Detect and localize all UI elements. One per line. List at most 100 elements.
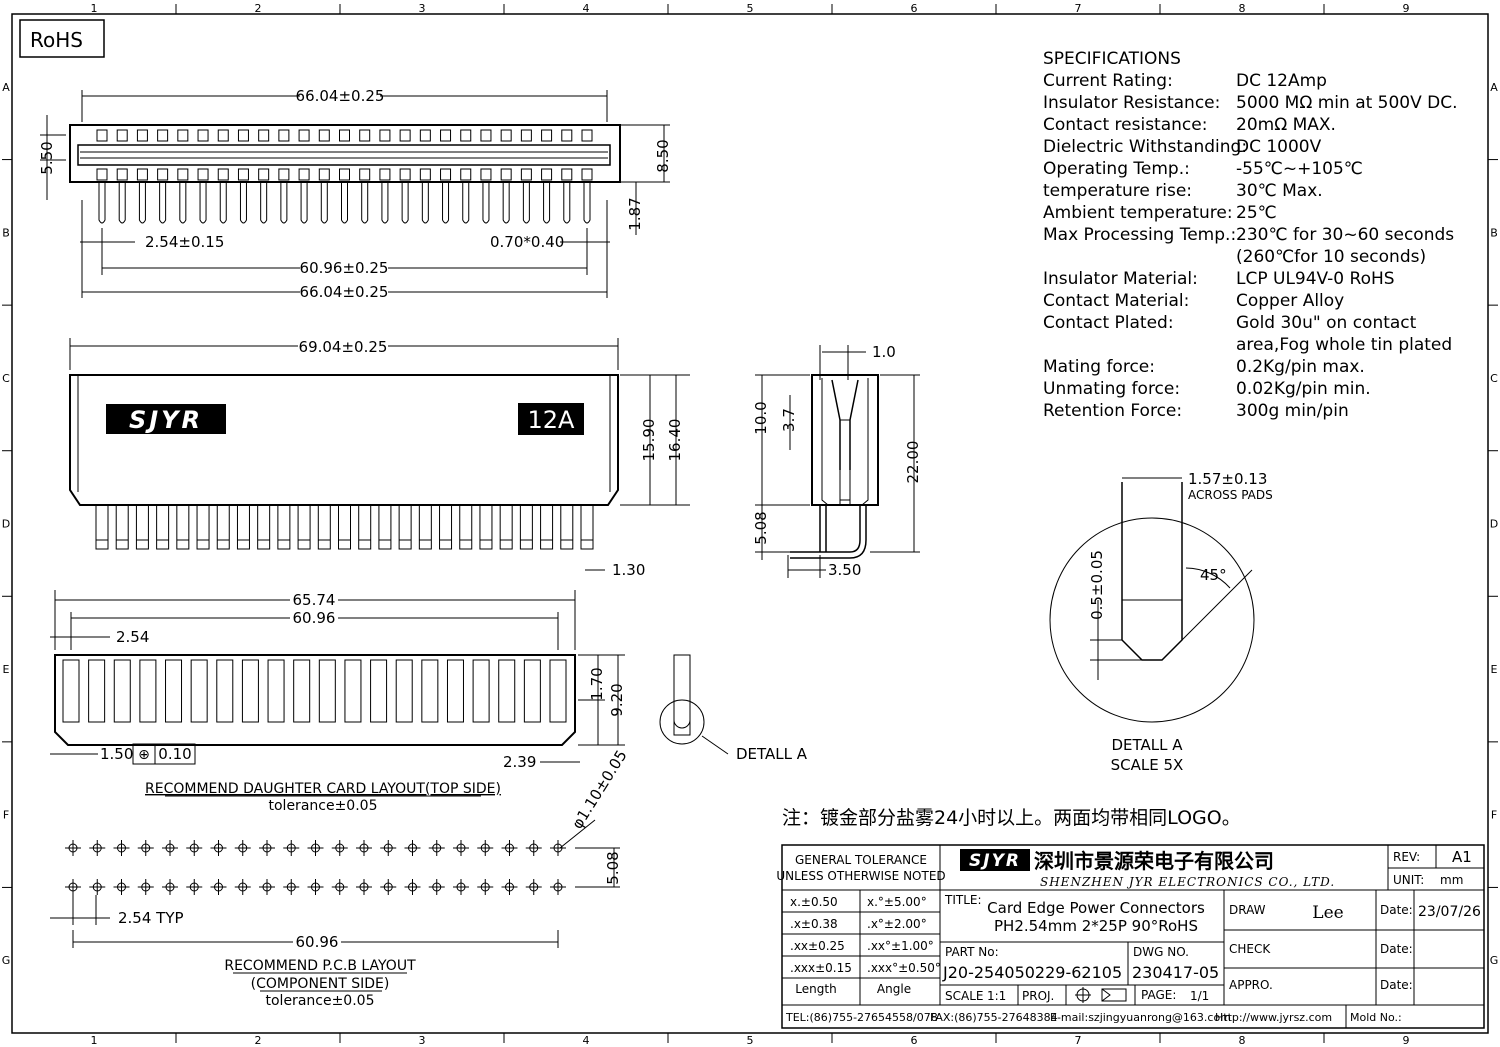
- row-marker: A: [2, 81, 10, 94]
- spec-label: Contact resistance:: [1043, 115, 1207, 135]
- mold-label: Mold No.:: [1350, 1011, 1402, 1024]
- front-tail-offset-dim: 1.30: [612, 561, 645, 579]
- top-contact-lower: [217, 168, 229, 181]
- card-pad: [62, 659, 80, 723]
- spec-label: Operating Temp.:: [1043, 159, 1190, 179]
- drawing-frame: [11, 13, 1489, 1034]
- top-contact-lower: [157, 168, 169, 181]
- title-label: TITLE:: [944, 893, 982, 907]
- column-marker: 7: [1075, 2, 1082, 15]
- front-tail: [257, 504, 271, 550]
- top-contact-lower: [278, 168, 290, 181]
- tel: TEL:(86)755-27654558/078: [785, 1011, 938, 1024]
- spec-value: Gold 30u" on contact: [1236, 313, 1417, 333]
- column-marker: 1: [91, 1034, 98, 1047]
- column-marker: 5: [747, 2, 754, 15]
- top-contact-lower: [541, 168, 553, 181]
- top-pin: [543, 182, 551, 224]
- top-contact-upper: [561, 129, 573, 142]
- front-tail: [459, 504, 473, 550]
- column-marker: 5: [747, 1034, 754, 1047]
- front-tail: [418, 504, 432, 550]
- svg-text:12A: 12A: [528, 406, 576, 434]
- title-block: GENERAL TOLERANCE UNLESS OTHERWISE NOTED…: [776, 844, 1485, 1029]
- detail-chamfer: 0.5±0.05: [1088, 550, 1106, 620]
- card-pad-width-dim: 1.50: [100, 745, 133, 763]
- column-marker: 4: [583, 2, 590, 15]
- top-pin: [462, 182, 470, 224]
- tolerance-linear: x.±0.50: [790, 895, 838, 909]
- pcb-pitch-dim: 2.54 TYP: [118, 909, 184, 927]
- card-pad: [318, 659, 336, 723]
- column-marker: 4: [583, 1034, 590, 1047]
- front-tail: [479, 504, 493, 550]
- rating-badge: [518, 403, 584, 435]
- column-marker: 6: [911, 2, 918, 15]
- front-tail: [398, 504, 412, 550]
- top-contact-lower: [237, 168, 249, 181]
- spec-label: Ambient temperature:: [1043, 203, 1233, 223]
- top-pin: [98, 182, 106, 224]
- website: Http://www.jyrsz.com: [1215, 1011, 1332, 1024]
- column-marker: 9: [1403, 2, 1410, 15]
- top-slot-dim: 5.50: [38, 141, 56, 174]
- top-pitch-dim: 2.54±0.15: [145, 233, 224, 251]
- rohs-box: [19, 19, 105, 58]
- spec-value: DC 1000V: [1236, 137, 1322, 157]
- spec-value: 5000 MΩ min at 500V DC.: [1236, 93, 1458, 113]
- draw-label: DRAW: [1229, 903, 1266, 917]
- card-chamfer-dim: 2.39: [503, 753, 536, 771]
- top-contact-lower: [318, 168, 330, 181]
- email: E-mail:szjingyuanrong@163.com: [1050, 1011, 1231, 1024]
- spec-value: 230℃ for 30~60 seconds: [1236, 225, 1454, 245]
- top-contact-upper: [339, 129, 350, 142]
- spec-label: temperature rise:: [1043, 181, 1192, 201]
- column-marker: 8: [1239, 1034, 1246, 1047]
- tolerance-linear: .xx±0.25: [790, 939, 845, 953]
- top-contact-upper: [177, 129, 189, 142]
- side-tail-dim: 5.08: [752, 511, 770, 544]
- row-marker: C: [1490, 372, 1498, 385]
- top-contact-upper: [581, 129, 593, 142]
- date-label-3: Date:: [1380, 978, 1413, 992]
- top-pin: [361, 182, 369, 224]
- check-label: CHECK: [1229, 942, 1271, 956]
- top-pin: [219, 182, 227, 224]
- tolerance-linear: .xxx±0.15: [790, 961, 852, 975]
- top-contact-lower: [460, 168, 472, 181]
- spec-label: Max Processing Temp.:: [1043, 225, 1236, 245]
- spec-label: Current Rating:: [1043, 71, 1173, 91]
- scale-value: 1:1: [987, 989, 1006, 1003]
- front-total-dim: 16.40: [666, 419, 684, 462]
- front-tail: [236, 504, 250, 550]
- card-pad: [549, 659, 567, 723]
- daughter-card-view: 65.74 60.96 2.54 1.50 ⊕ 0.10 2.39 1.70 9…: [50, 590, 626, 814]
- detail-scale: SCALE 5X: [1111, 756, 1184, 774]
- spec-label: Dielectric Withstanding:: [1043, 137, 1247, 157]
- card-pad: [113, 659, 131, 723]
- detail-callout-label: DETALL A: [736, 745, 808, 763]
- spec-heading: SPECIFICATIONS: [1043, 49, 1181, 69]
- side-total-dim: 22.00: [904, 441, 922, 484]
- spec-label: Insulator Resistance:: [1043, 93, 1220, 113]
- spec-value: LCP UL94V-0 RoHS: [1236, 269, 1395, 289]
- card-pad: [446, 659, 464, 723]
- column-marker: 3: [419, 1034, 426, 1047]
- front-tail: [540, 504, 554, 550]
- card-pad: [165, 659, 183, 723]
- top-contact-upper: [500, 129, 512, 142]
- side-view: 1.0 10.0 3.7 22.00 5.08 3.50: [752, 343, 922, 579]
- front-tail: [338, 504, 351, 550]
- column-marker: 9: [1403, 1034, 1410, 1047]
- plating-note: 注：镀金部分盐雾24小时以上。两面均带相同LOGO。: [782, 807, 1241, 829]
- row-marker: F: [1491, 809, 1497, 822]
- top-contact-upper: [541, 129, 553, 142]
- row-marker: D: [1490, 518, 1498, 531]
- top-contact-upper: [197, 129, 209, 142]
- pcb-title-1: RECOMMEND P.C.B LAYOUT: [224, 958, 416, 974]
- top-contact-lower: [379, 168, 391, 181]
- card-pad: [395, 659, 413, 723]
- row-marker: B: [2, 226, 10, 239]
- tolerance-linear: .x±0.38: [790, 917, 838, 931]
